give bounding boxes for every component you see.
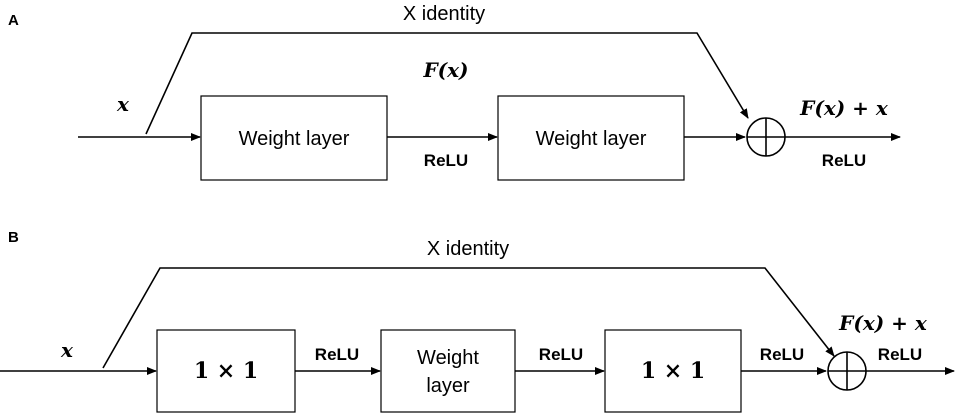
panel-b-conv-1-text: 1 × 1 <box>194 358 258 384</box>
panel-b-input-label: x <box>60 338 74 362</box>
panel-a-fx-label: F(x) <box>422 58 468 82</box>
panel-a-input-label: x <box>116 92 130 116</box>
panel-b-relu-3: ReLU <box>760 345 804 364</box>
panel-b-label: B <box>8 229 19 246</box>
panel-b-conv-2-text: 1 × 1 <box>641 358 705 384</box>
panel-b: B X identity x 1 × 1 ReLU Weight layer R… <box>0 229 955 413</box>
panel-b-weight-layer <box>380 329 516 413</box>
panel-b-conv-1 <box>156 329 296 413</box>
panel-b-output-label: F(x) + x <box>838 311 928 335</box>
panel-a-weight-layer-1-text: Weight layer <box>239 128 350 150</box>
panel-a-identity-label: X identity <box>403 3 485 25</box>
panel-b-identity-label: X identity <box>427 238 509 260</box>
panel-b-relu-1: ReLU <box>315 345 359 364</box>
panel-a-weight-layer-2 <box>497 95 685 181</box>
panel-b-identity-path <box>102 267 835 369</box>
panel-b-weight-line-1: Weight <box>417 347 479 369</box>
panel-b-relu-2: ReLU <box>539 345 583 364</box>
panel-a-weight-layer-1 <box>200 95 388 181</box>
panel-a-label: A <box>8 12 19 29</box>
panel-b-conv-2 <box>604 329 742 413</box>
panel-a-relu-out: ReLU <box>822 151 866 170</box>
panel-a-output-label: F(x) + x <box>799 96 889 120</box>
panel-a-identity-path <box>145 32 749 135</box>
panel-a-weight-layer-2-text: Weight layer <box>536 128 647 150</box>
panel-b-relu-out: ReLU <box>878 345 922 364</box>
panel-a-relu-mid: ReLU <box>424 151 468 170</box>
panel-b-weight-line-2: layer <box>426 375 470 397</box>
panel-a: A X identity F(x) x Weight layer ReLU We… <box>8 3 901 181</box>
